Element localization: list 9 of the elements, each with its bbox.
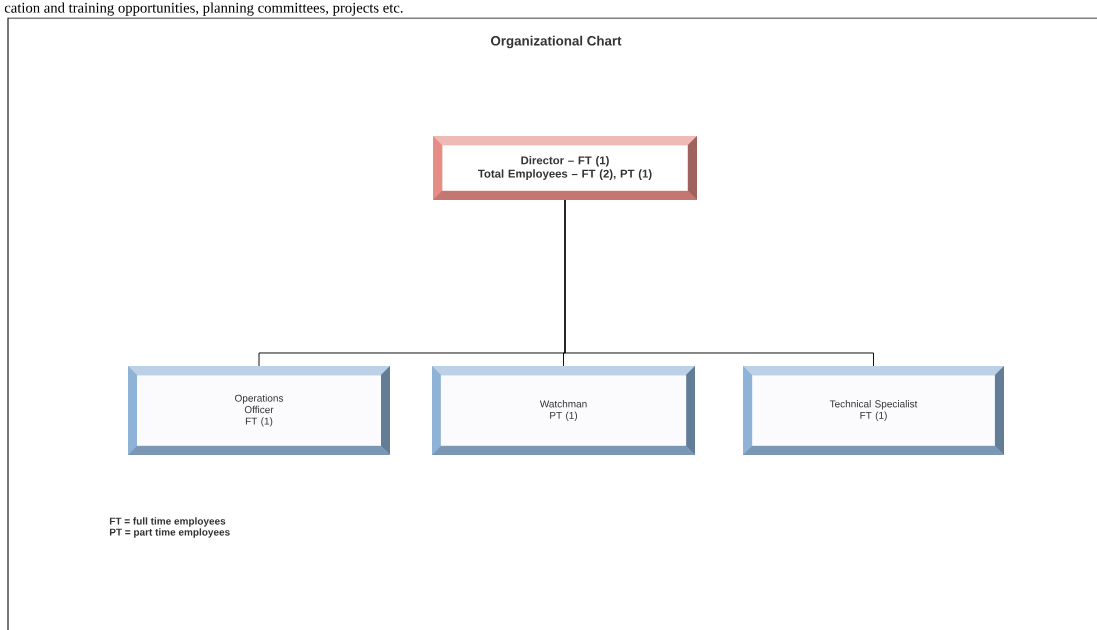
director-box: Director – FT (1) Total Employees – FT (2), PT (1): [433, 136, 697, 200]
legend-note: FT = full time employees: [109, 517, 226, 527]
position-box: Watchman PT (1): [432, 366, 695, 455]
cut-text-line: cation and training opportunities, planning committees, projects etc.: [4, 2, 403, 16]
connector-line: [258, 199, 874, 367]
position-box: Operations Officer FT (1): [128, 366, 390, 455]
legend-note: PT = part time employees: [109, 528, 230, 538]
position-box: Technical Specialist FT (1): [743, 366, 1004, 455]
chart-title: Organizational Chart: [491, 35, 622, 49]
